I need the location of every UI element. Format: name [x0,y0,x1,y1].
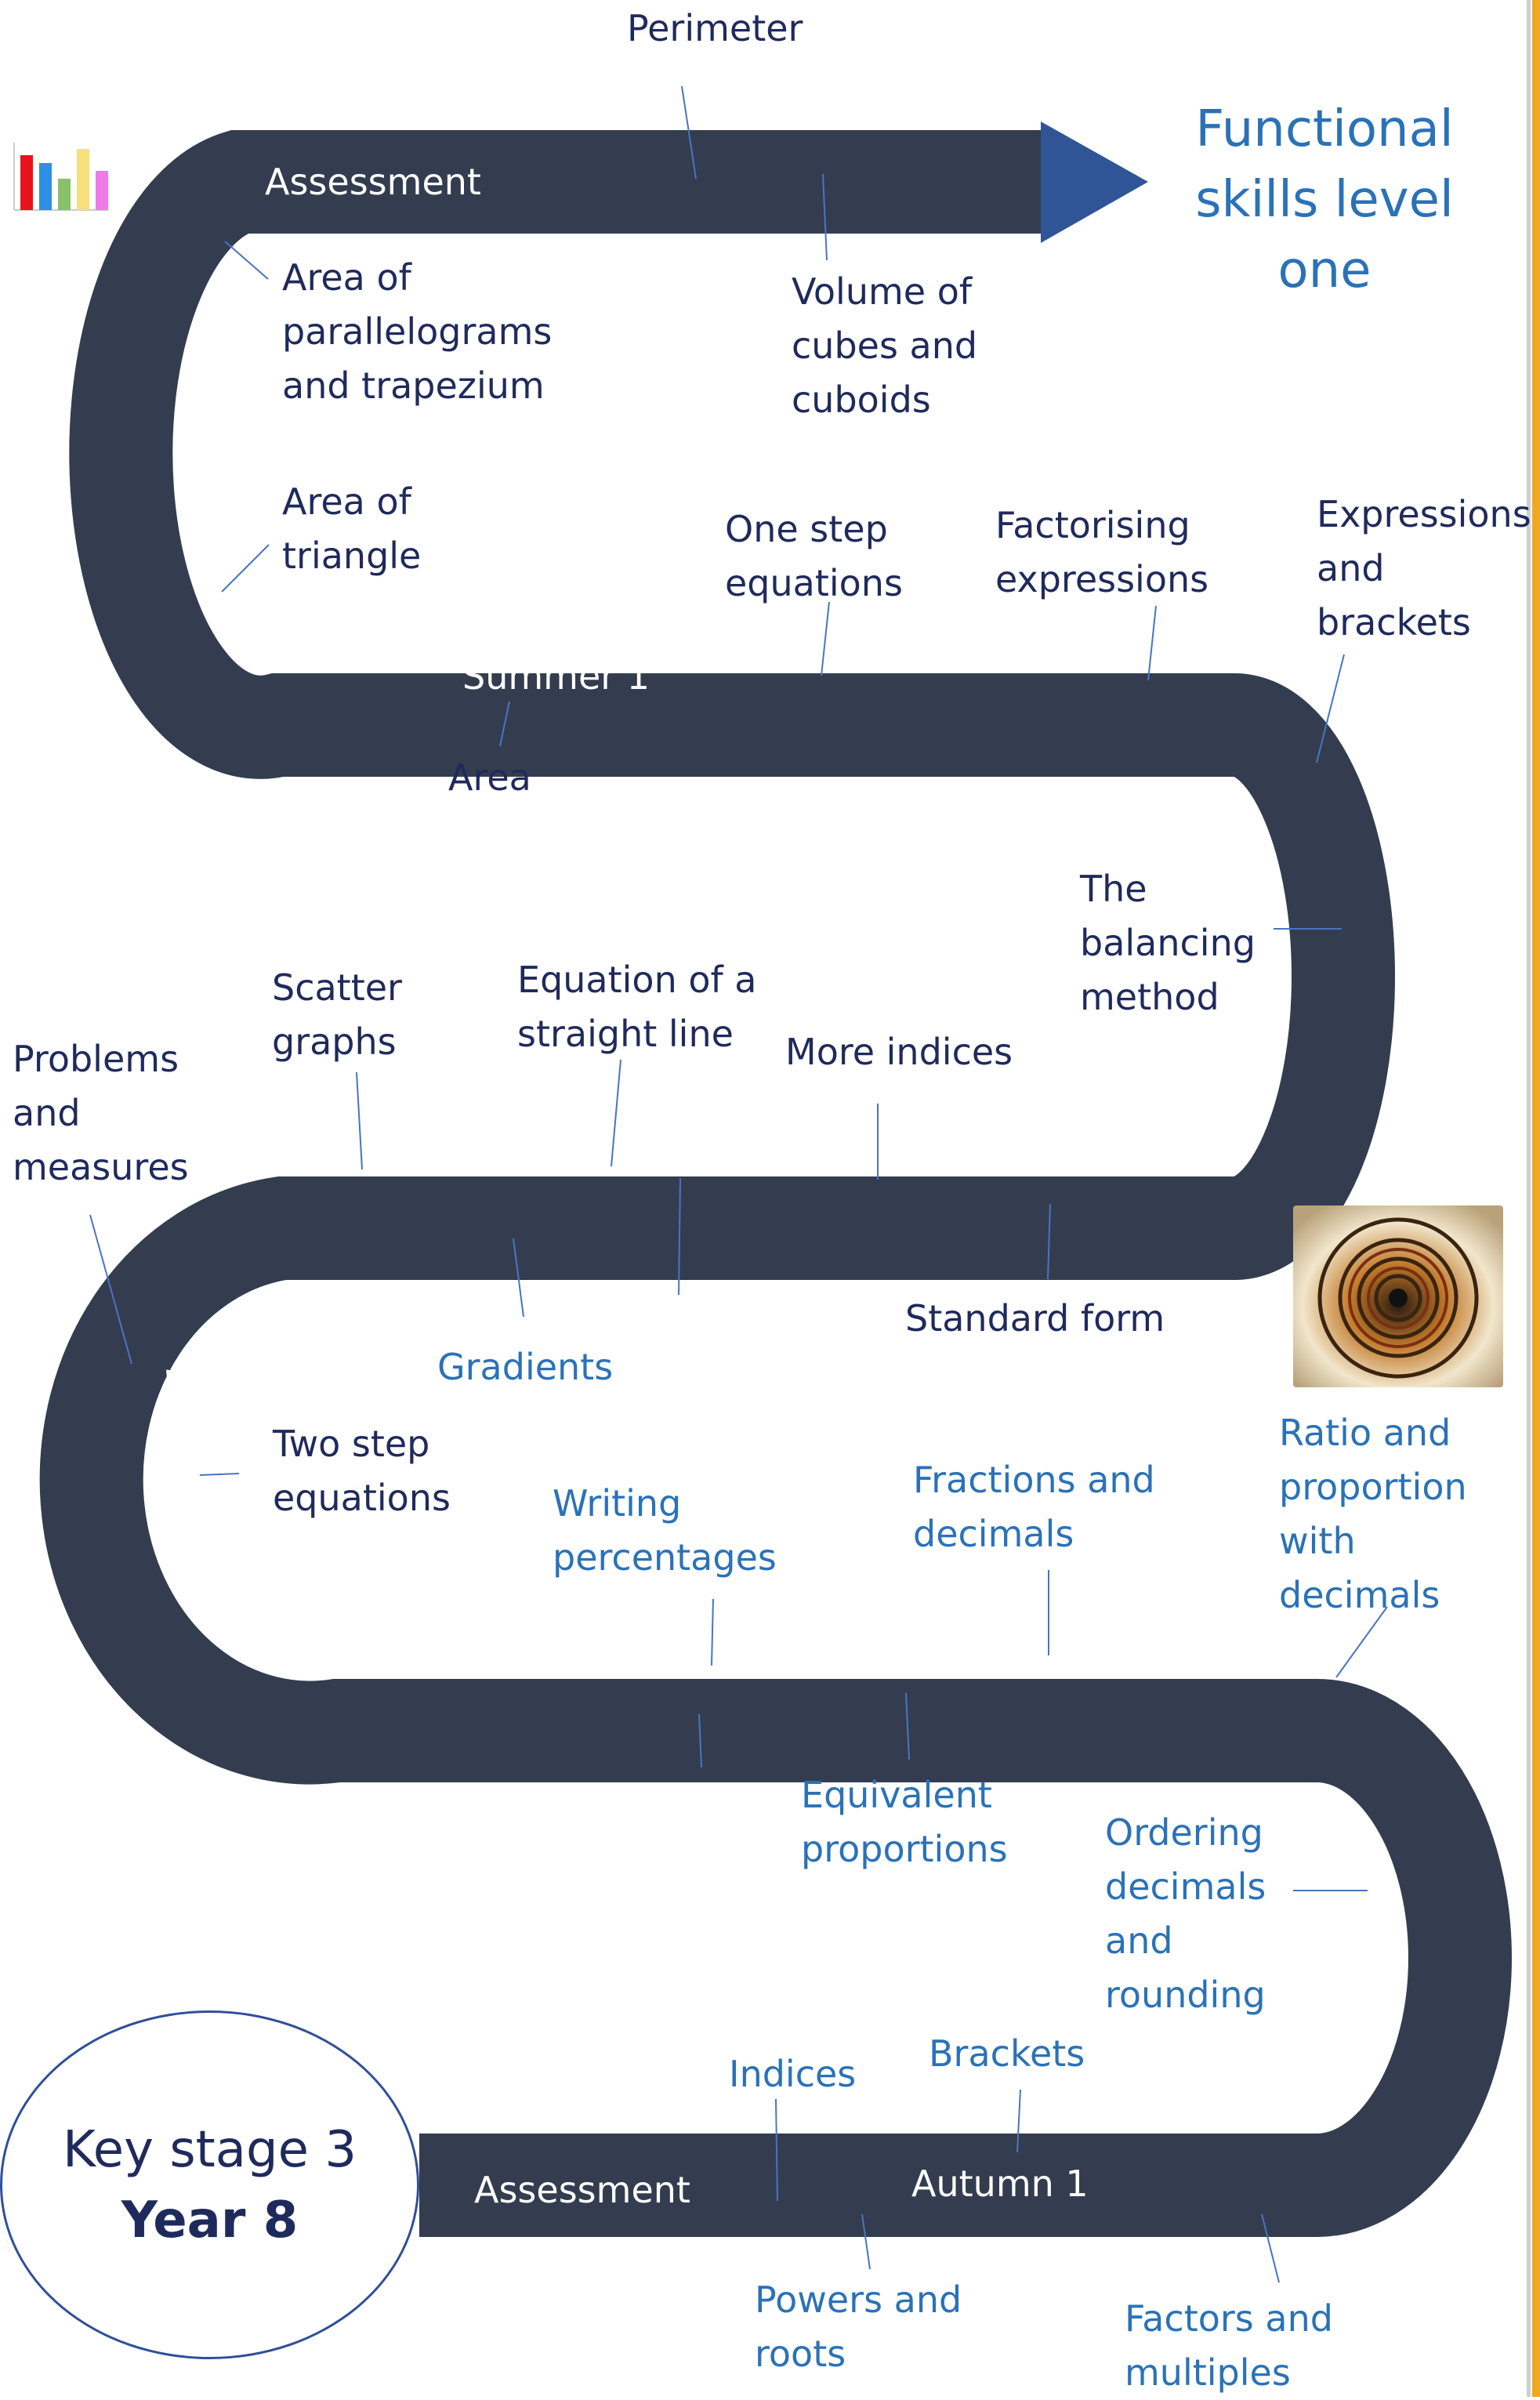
topic-indices: Indices [729,2053,857,2095]
road-label-spring-1: Spring 1 [159,1362,201,1514]
road-label-summer-1: Summer 1 [462,655,650,698]
right-edge-bar [1532,0,1540,2397]
topic-problems-and-measures: Problems and measures [13,1038,189,1188]
road-label-assessment-bottom: Assessment [474,2169,690,2211]
topic-volume: Volume of cubes and cuboids [792,270,978,421]
arrow-head [1041,121,1148,243]
topic-standard-form: Standard form [905,1297,1165,1340]
start-key-stage-3: Key stage 3 Year 8 [0,2010,419,2359]
leader-lines [89,85,1388,2283]
topic-area-of-parallelograms: Area of parallelograms and trapezium [282,256,553,407]
road-label-assessment-top: Assessment [265,161,481,203]
topic-gradients: Gradients [437,1346,614,1388]
topic-scatter-graphs: Scatter graphs [272,966,402,1063]
topic-equivalent-proportions: Equivalent proportions [801,1774,1008,1870]
topic-ordering-decimals: Ordering decimals and rounding [1105,1811,1266,2016]
topic-expressions-and-brackets: Expressions and brackets [1317,493,1531,644]
topic-brackets: Brackets [929,2032,1085,2075]
topic-ratio-and-proportion: Ratio and proportion with decimals [1279,1412,1467,1616]
road-label-autumn-1: Autumn 1 [911,2163,1089,2205]
topic-one-step-equations: One step equations [725,508,903,604]
topic-factors-and-multiples: Factors and multiples [1125,2297,1333,2394]
spiral-clock-image-icon [1293,1205,1503,1387]
topic-powers-and-roots: Powers and roots [755,2279,962,2375]
topic-more-indices: More indices [785,1031,1013,1073]
road-path [39,130,1512,2237]
right-edge-line [1527,0,1531,2397]
topic-fractions-and-decimals: Fractions and decimals [913,1459,1155,1555]
topic-factorising-expressions: Factorising expressions [995,504,1209,600]
topic-two-step-equations: Two step equations [273,1423,451,1519]
goal-functional-skills: Functional skills level one [1195,100,1454,299]
topic-area: Area [448,756,531,799]
topic-writing-percentages: Writing percentages [553,1482,777,1579]
bar-chart-thumbnail-icon [0,125,110,219]
topic-equation-of-a-straight-line: Equation of a straight line [517,959,757,1055]
topic-balancing-method: The balancing method [1080,868,1256,1018]
topic-area-of-triangle: Area of triangle [282,480,422,577]
start-line-1: Key stage 3 [62,2120,357,2179]
start-line-2: Year 8 [121,2191,299,2250]
topic-perimeter: Perimeter [627,7,803,49]
